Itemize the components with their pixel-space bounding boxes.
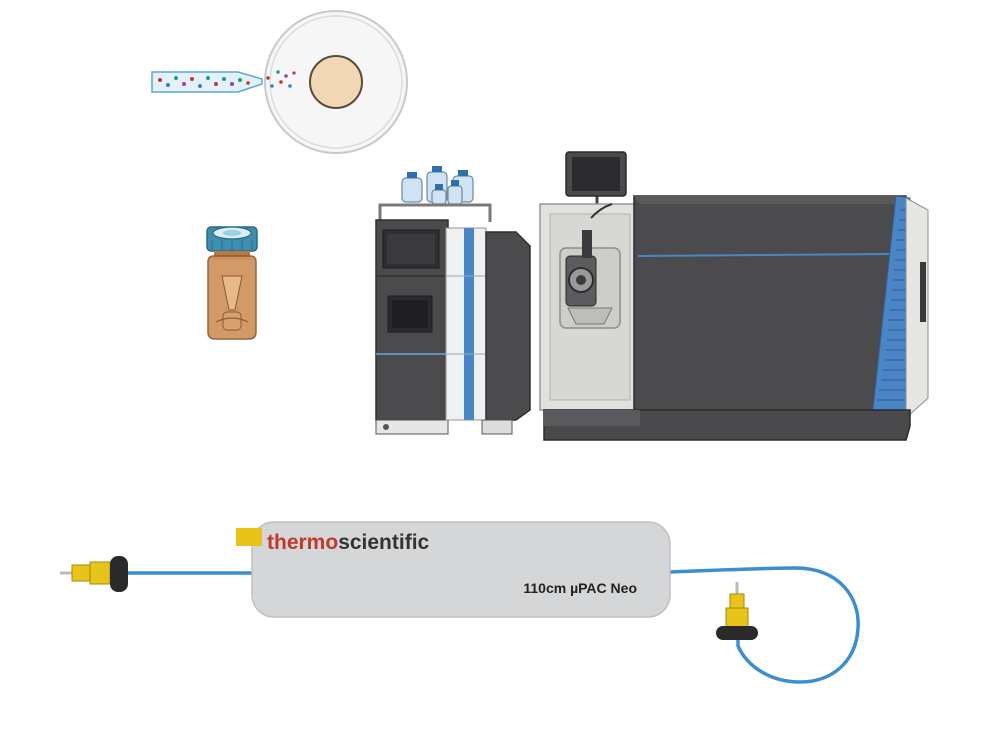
column-model-label: 110cm µPAC Neo xyxy=(523,580,637,596)
lc-system-icon xyxy=(375,166,531,435)
upac-column-icon xyxy=(60,521,860,684)
outlet-fitting-icon xyxy=(716,582,758,640)
mass-spectrometer-icon xyxy=(539,151,929,441)
inlet-fitting-icon xyxy=(60,556,128,592)
sample-vial-icon xyxy=(206,226,258,340)
brand-logo-text: thermoscientific xyxy=(267,531,430,554)
brand-suffix: scientific xyxy=(338,531,429,554)
nanospray-emitter-icon xyxy=(151,70,296,93)
petri-dish-icon xyxy=(264,10,408,154)
brand-prefix: thermo xyxy=(267,531,338,554)
